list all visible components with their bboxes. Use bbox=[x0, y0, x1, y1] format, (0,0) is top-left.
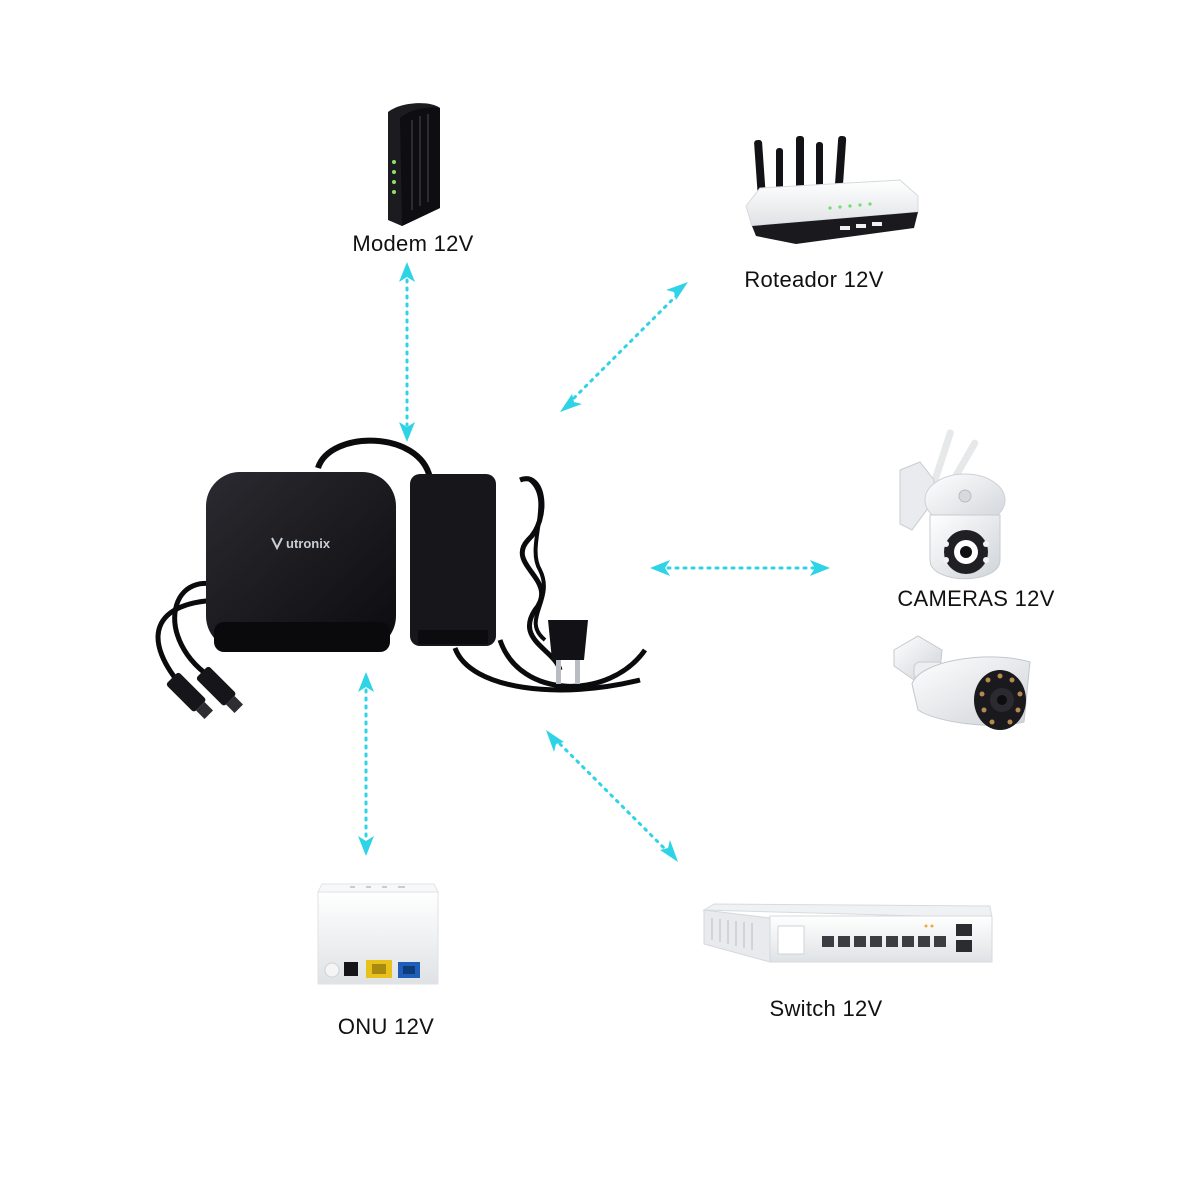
arrow-onu bbox=[358, 672, 374, 856]
switch-label: Switch 12V bbox=[769, 996, 883, 1021]
ups-unit-image: utronix bbox=[155, 437, 648, 720]
ptz-camera-image bbox=[899, 429, 1006, 580]
onu-image bbox=[317, 883, 439, 985]
adapter-brick bbox=[410, 474, 496, 646]
arrow-modem bbox=[399, 262, 415, 442]
ups-brand-text: utronix bbox=[286, 536, 331, 551]
arrows bbox=[358, 262, 830, 862]
switch-image bbox=[702, 903, 993, 963]
modem-image bbox=[388, 103, 440, 226]
dc-plug-1 bbox=[166, 672, 214, 720]
ups-base bbox=[214, 622, 390, 652]
arrow-cameras bbox=[650, 560, 830, 576]
onu-label: ONU 12V bbox=[337, 1014, 435, 1039]
ups-logo-icon bbox=[271, 537, 283, 551]
arrow-router bbox=[560, 282, 688, 412]
bullet-camera-image bbox=[893, 635, 1031, 730]
dc-plug-2 bbox=[196, 666, 244, 714]
ups-link-cable bbox=[315, 437, 433, 479]
ups-body bbox=[206, 472, 396, 650]
cameras-label: CAMERAS 12V bbox=[897, 586, 1055, 611]
router-image bbox=[745, 136, 919, 244]
router-label: Roteador 12V bbox=[744, 267, 884, 292]
eu-plug bbox=[548, 620, 588, 684]
modem-label: Modem 12V bbox=[352, 231, 474, 256]
ups-output-cable-1 bbox=[155, 597, 226, 692]
arrow-switch bbox=[546, 730, 678, 862]
